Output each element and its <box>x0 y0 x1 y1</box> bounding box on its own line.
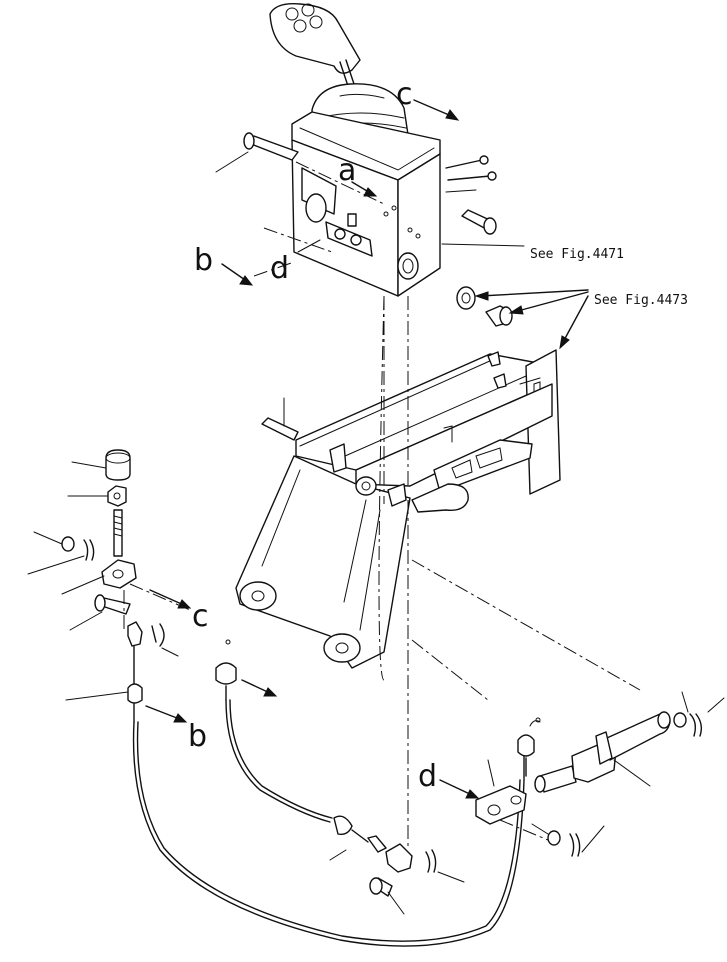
clevis-right <box>475 759 605 857</box>
callout-b-top: b <box>194 243 213 278</box>
callout-d-low: d <box>418 759 437 794</box>
reference-fig-4473: See Fig.4473 <box>594 293 688 308</box>
main-frame <box>235 349 561 669</box>
callout-b-low: b <box>188 719 207 754</box>
reference-fig-4471: See Fig.4471 <box>530 247 624 262</box>
lever-housing <box>291 83 497 297</box>
control-lever <box>269 3 361 93</box>
callout-c-top: c <box>396 77 413 112</box>
bolt-side-right <box>461 209 497 235</box>
arrows <box>145 99 589 799</box>
left-parts-stack <box>27 449 137 631</box>
cable-left <box>65 621 525 947</box>
lower-bolt <box>369 849 465 915</box>
callout-c-mid: c <box>192 599 209 634</box>
callout-a: a <box>338 153 356 188</box>
pin-left <box>261 397 299 441</box>
bolt-upper-left <box>215 132 299 173</box>
washer-and-bolt <box>456 286 513 327</box>
cable-middle <box>215 639 413 873</box>
cable-right <box>517 717 541 777</box>
damper-cylinder <box>534 691 725 793</box>
callout-d-top: d <box>270 251 289 286</box>
alignment-lines <box>123 161 641 850</box>
